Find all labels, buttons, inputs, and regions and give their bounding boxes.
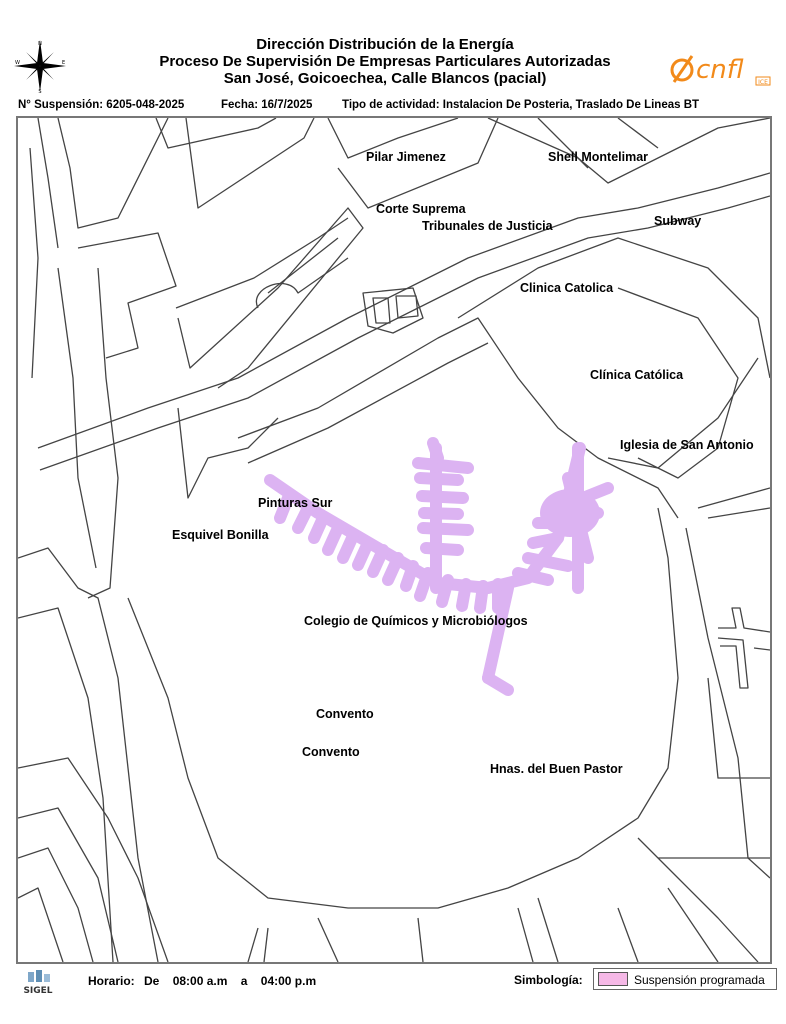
horario-label: Horario: — [88, 974, 135, 988]
start-time: 08:00 a.m — [172, 974, 228, 988]
suspension-area — [264, 437, 614, 696]
map-label-pilar-jimenez[interactable]: Pilar Jimenez — [366, 150, 446, 164]
sigel-text: SIGEL — [23, 986, 52, 996]
compass-e: E — [62, 60, 65, 66]
compass-w: W — [15, 60, 20, 66]
map-label-buen-pastor[interactable]: Hnas. del Buen Pastor — [490, 762, 623, 776]
sigel-logo: SIGEL — [23, 970, 53, 996]
legend-swatch — [598, 972, 628, 986]
map-label-tribunales[interactable]: Tribunales de Justicia — [422, 219, 553, 233]
map-label-convento-2[interactable]: Convento — [302, 745, 360, 759]
legend-box: Suspensión programada — [593, 968, 777, 990]
schedule: Horario: De 08:00 a.m a 04:00 p.m — [88, 974, 322, 988]
end-time: 04:00 p.m — [260, 974, 317, 988]
compass-n: N — [38, 41, 42, 47]
title-line-1: Dirección Distribución de la Energía — [256, 36, 514, 53]
street-outlines — [18, 118, 770, 962]
compass-rose-icon: N S W E — [14, 40, 66, 94]
map-header: N S W E Dirección Distribución de la Ene… — [0, 0, 786, 95]
map-label-iglesia-san-antonio[interactable]: Iglesia de San Antonio — [620, 438, 754, 452]
logo-badge: ICE — [758, 79, 768, 86]
map-label-clinica-catolica-1[interactable]: Clinica Catolica — [520, 281, 614, 295]
title-line-2: Proceso De Supervisión De Empresas Parti… — [159, 53, 611, 70]
de-label: De — [144, 974, 160, 988]
map-title: Dirección Distribución de la Energía Pro… — [100, 36, 670, 87]
street-map[interactable] — [18, 118, 770, 962]
map-label-colegio-quimicos[interactable]: Colegio de Químicos y Microbiólogos — [304, 614, 528, 628]
logo-text: cnfl — [696, 55, 744, 85]
compass-s: S — [38, 89, 41, 94]
legend-text: Suspensión programada — [634, 973, 765, 987]
map-label-shell-montelimar[interactable]: Shell Montelimar — [548, 150, 649, 164]
info-row: N° Suspensión: 6205-048-2025 Fecha: 16/7… — [18, 99, 778, 115]
legend-title: Simbología: — [514, 973, 583, 987]
a-label: a — [240, 974, 248, 988]
map-label-subway[interactable]: Subway — [654, 214, 702, 228]
map-label-corte-suprema[interactable]: Corte Suprema — [376, 202, 466, 216]
map-label-esquivel-bonilla[interactable]: Esquivel Bonilla — [172, 528, 269, 542]
map-label-convento-1[interactable]: Convento — [316, 707, 374, 721]
map-label-pinturas-sur[interactable]: Pinturas Sur — [258, 496, 333, 510]
activity-type: Tipo de actividad: Instalacion De Poster… — [342, 99, 700, 111]
map-label-clinica-catolica-2[interactable]: Clínica Católica — [590, 368, 684, 382]
suspension-number: N° Suspensión: 6205-048-2025 — [18, 99, 185, 111]
title-line-3: San José, Goicoechea, Calle Blancos (pac… — [223, 70, 547, 87]
suspension-date: Fecha: 16/7/2025 — [221, 99, 313, 111]
map-frame[interactable]: Pilar Jimenez Shell Montelimar Corte Sup… — [16, 116, 772, 964]
cnfl-logo: cnfl ICE — [670, 55, 771, 86]
